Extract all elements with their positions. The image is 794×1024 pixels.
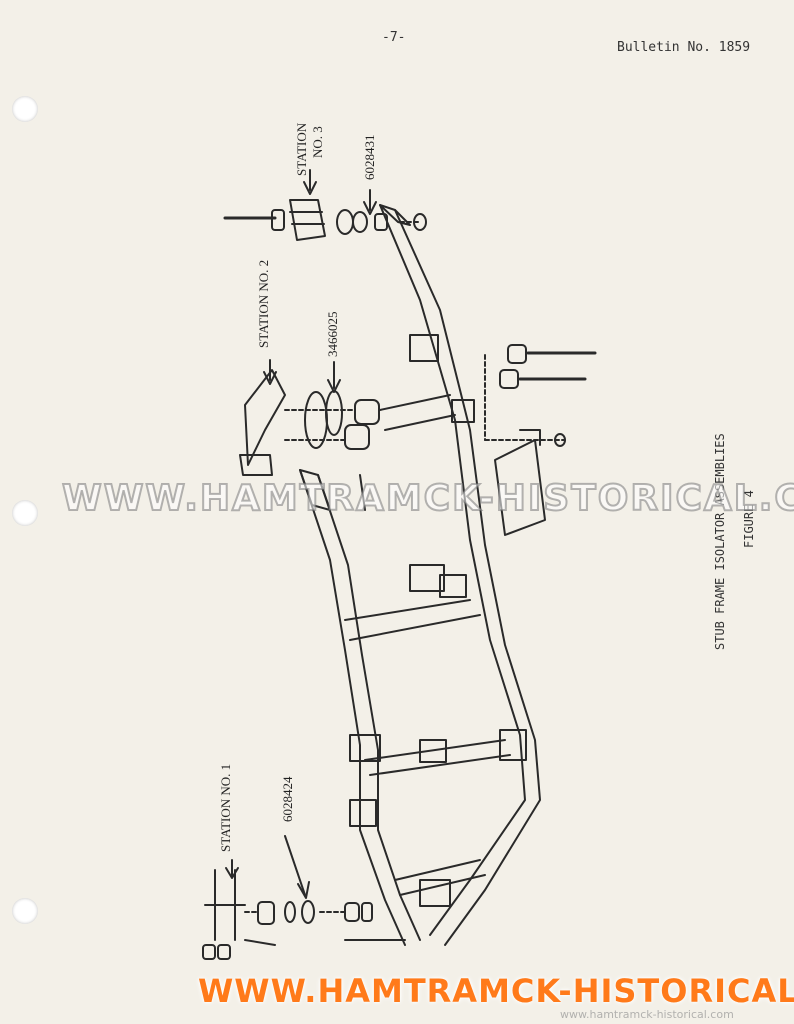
page-number: -7- xyxy=(382,30,406,45)
part-6028424-label: 6028424 xyxy=(280,776,295,823)
part-3466025-label: 3466025 xyxy=(325,311,340,358)
part-6028431-label: 6028431 xyxy=(362,134,377,181)
binder-hole-bottom xyxy=(12,898,38,924)
watermark-center: WWW.HAMTRAMCK-HISTORICAL.COM xyxy=(61,477,794,520)
watermark-small: www.hamtramck-historical.com xyxy=(560,1008,734,1021)
watermark-bottom: WWW.HAMTRAMCK-HISTORICAL.COM xyxy=(198,972,794,1010)
bulletin-number: Bulletin No. 1859 xyxy=(617,40,751,55)
binder-hole-middle xyxy=(12,500,38,526)
station-1-label: STATION NO. 1 xyxy=(218,763,233,852)
station-3-label-line1: STATION xyxy=(294,122,309,176)
station-2-label: STATION NO. 2 xyxy=(256,259,271,348)
binder-hole-top xyxy=(12,96,38,122)
figure-caption-title: STUB FRAME ISOLATOR ASSEMBLIES xyxy=(713,433,727,650)
station-3-label-line2: NO. 3 xyxy=(310,126,325,158)
